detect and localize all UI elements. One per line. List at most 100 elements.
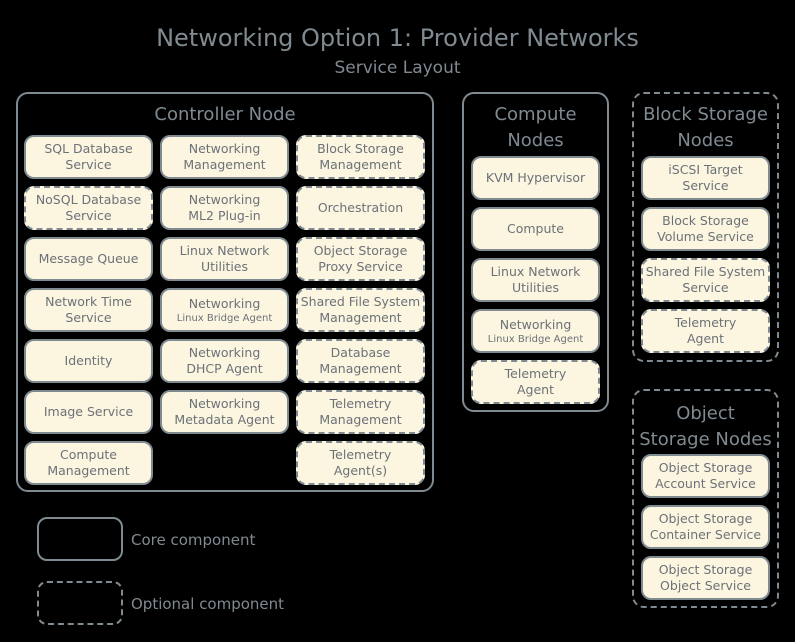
service-label-line1: Networking	[188, 295, 261, 311]
service-label-line1: SQL Database	[44, 141, 133, 156]
service-label-line2: Utilities	[511, 280, 560, 295]
service-label-line1: Object Storage	[313, 243, 408, 258]
service-label-line1: Networking	[499, 316, 572, 332]
service-label-line2: Management	[47, 463, 130, 478]
object-storage-nodes-title: Object Storage Nodes	[634, 401, 777, 453]
service-label-line1: iSCSI Target	[668, 162, 743, 177]
object-storage-nodes-title-line2: Storage Nodes	[639, 429, 772, 450]
controller-image-service-box: Image Service	[24, 390, 153, 434]
compute-nodes-title-line1: Compute	[494, 104, 577, 125]
service-label-line1: Networking	[188, 141, 261, 156]
service-label-line2: Management	[319, 361, 402, 376]
service-label-line1: Compute	[59, 447, 117, 462]
compute-kvm-hypervisor-box: KVM Hypervisor	[471, 156, 600, 200]
service-label-line1: Message Queue	[38, 251, 139, 266]
service-label-line2: Object Service	[660, 578, 751, 593]
service-label-line1: Linux Network	[179, 243, 270, 258]
service-label-line2: Account Service	[655, 476, 756, 491]
controller-message-queue-box: Message Queue	[24, 237, 153, 281]
service-label-line2: Proxy Service	[318, 259, 403, 274]
service-label-line2: Management	[319, 412, 402, 427]
diagram-subtitle: Service Layout	[334, 58, 461, 78]
service-label-line2: Agent(s)	[333, 463, 388, 478]
service-label-line2: Service	[682, 280, 729, 295]
service-label-line2: Management	[319, 157, 402, 172]
service-label-line1: Object Storage	[658, 562, 753, 577]
service-label-line1: Object Storage	[658, 511, 753, 526]
service-label-line1: Shared File System	[300, 294, 421, 309]
controller-node-group: Controller Node	[16, 92, 434, 492]
service-label-line2: ML2 Plug-in	[188, 208, 261, 223]
service-label-line1: Telemetry	[674, 315, 737, 330]
service-label-line2: Agent	[687, 331, 724, 346]
service-label-line1: Networking	[188, 192, 261, 207]
service-label-line1: NoSQL Database	[35, 192, 142, 207]
service-label-line2: DHCP Agent	[186, 361, 263, 376]
diagram-title: Networking Option 1: Provider Networks	[156, 24, 639, 52]
service-label-line1: Object Storage	[658, 460, 753, 475]
block-storage-nodes-title-line1: Block Storage	[643, 104, 768, 125]
legend-core-label: Core component	[131, 531, 256, 549]
block-storage-nodes-title: Block Storage Nodes	[634, 102, 777, 154]
service-label-line1: Block Storage	[317, 141, 404, 156]
service-label-line2: Management	[183, 157, 266, 172]
service-label-line1: Shared File System	[645, 264, 766, 279]
service-label-line1: Telemetry	[329, 447, 392, 462]
service-label-line2: Agent	[517, 382, 554, 397]
compute-nodes-title-line2: Nodes	[507, 130, 564, 151]
controller-orchestration-box: Orchestration	[296, 186, 425, 230]
service-label-line1: Orchestration	[317, 200, 404, 215]
legend-optional-swatch	[37, 581, 123, 625]
compute-nodes-group: Compute Nodes	[462, 92, 609, 412]
service-label-line1: Linux Network	[490, 264, 581, 279]
service-label-line1: Block Storage	[662, 213, 749, 228]
service-label-line1: Telemetry	[504, 366, 567, 381]
service-label-line1: Image Service	[43, 404, 134, 419]
service-label-line1: Networking	[188, 396, 261, 411]
object-storage-nodes-title-line1: Object	[676, 403, 735, 424]
compute-compute-box: Compute	[471, 207, 600, 251]
service-label-line1: Telemetry	[329, 396, 392, 411]
service-label-line2: Management	[319, 310, 402, 325]
legend-optional-label: Optional component	[131, 595, 285, 613]
service-label-line2: Utilities	[200, 259, 249, 274]
service-label-line2: Linux Bridge Agent	[487, 333, 584, 345]
service-label-line1: KVM Hypervisor	[485, 170, 586, 185]
controller-node-title: Controller Node	[154, 104, 296, 125]
service-label-line2: Metadata Agent	[174, 412, 275, 427]
service-label-line2: Service	[65, 208, 112, 223]
compute-nodes-title: Compute Nodes	[464, 102, 607, 154]
service-label-line2: Service	[682, 178, 729, 193]
service-label-line2: Linux Bridge Agent	[176, 312, 273, 324]
controller-identity-box: Identity	[24, 339, 153, 383]
service-label-line2: Service	[65, 157, 112, 172]
service-label-line2: Service	[65, 310, 112, 325]
service-label-line1: Compute	[506, 221, 564, 236]
service-label-line1: Network Time	[45, 294, 132, 309]
